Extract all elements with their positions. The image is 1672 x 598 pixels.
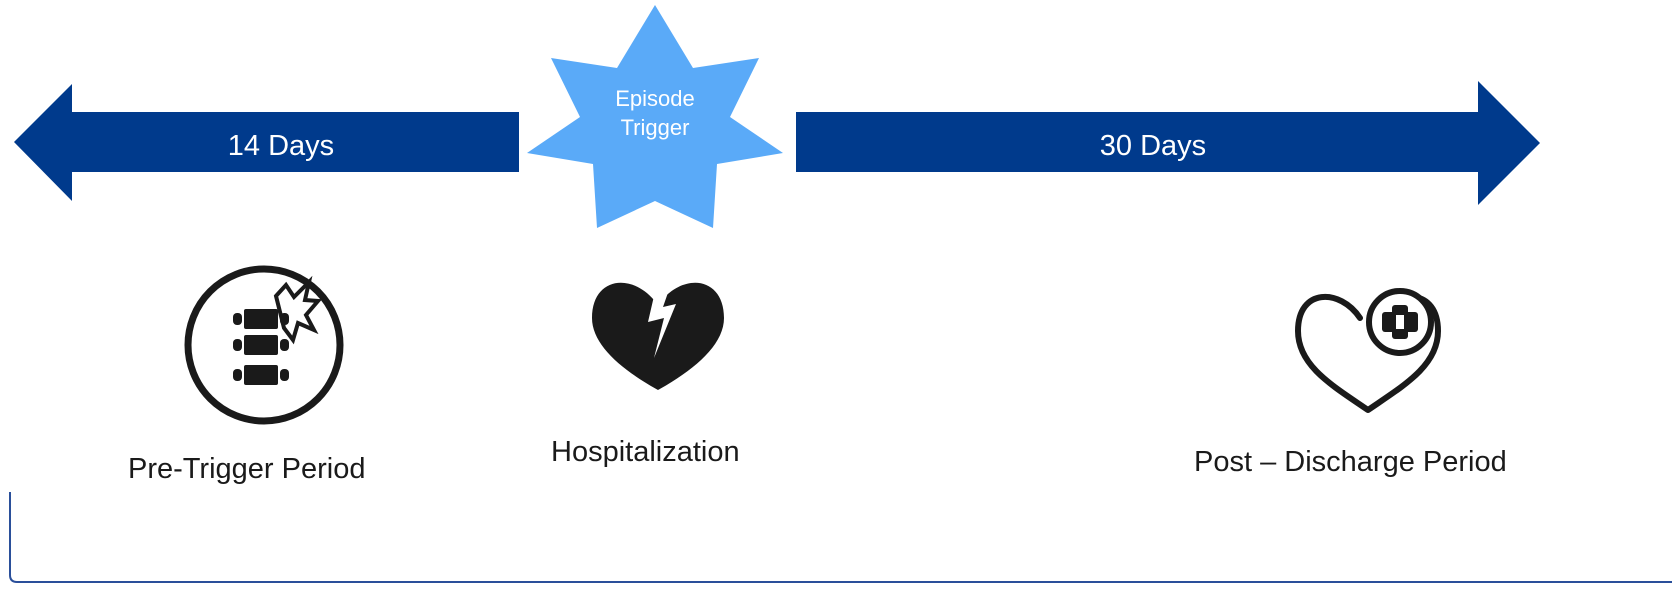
heart-bandage-icon <box>1295 288 1441 413</box>
broken-heart-icon <box>592 281 724 390</box>
trigger-label-line2: Trigger <box>621 115 690 140</box>
period-bracket <box>9 492 1672 583</box>
left-arrow-label: 14 Days <box>228 130 334 162</box>
hospitalization-label: Hospitalization <box>551 436 740 468</box>
right-arrow-label: 30 Days <box>1100 130 1206 162</box>
pre-trigger-label: Pre-Trigger Period <box>128 453 366 485</box>
right-duration-arrow <box>796 81 1540 205</box>
episode-trigger-star <box>527 5 783 228</box>
spine-injury-icon <box>184 265 344 425</box>
trigger-label-line1: Episode <box>615 86 695 111</box>
post-discharge-label: Post – Discharge Period <box>1194 446 1507 478</box>
left-duration-arrow <box>14 84 519 201</box>
